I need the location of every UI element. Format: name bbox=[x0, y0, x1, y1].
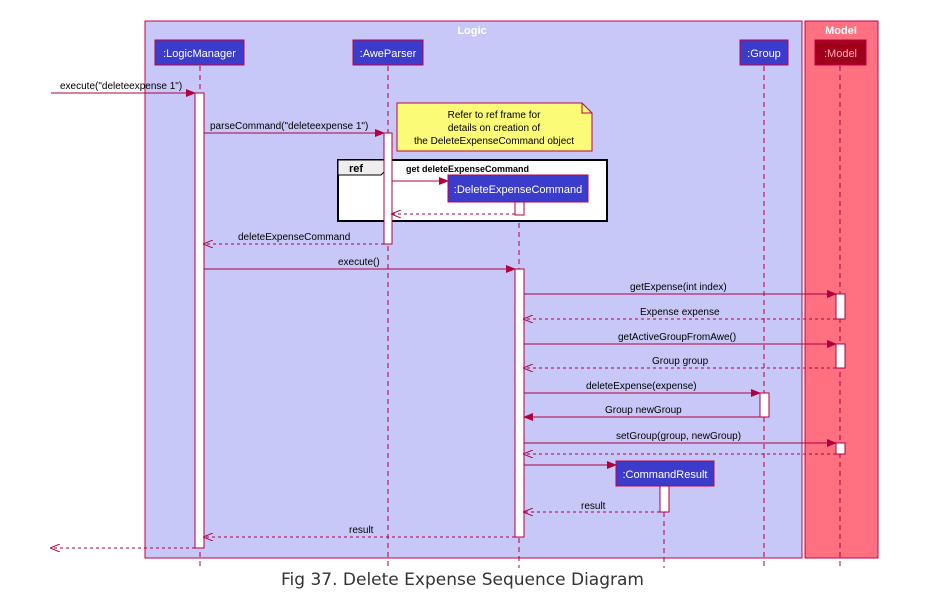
participant-group: :Group bbox=[747, 48, 781, 60]
activation-model-2 bbox=[835, 343, 846, 369]
note-box bbox=[396, 102, 593, 152]
note-fold bbox=[581, 103, 592, 114]
participant-command-result-box bbox=[615, 460, 715, 487]
activation-group bbox=[759, 392, 770, 418]
logic-group-label: Logic bbox=[457, 25, 486, 37]
msg-delete-expense-command-return: deleteExpenseCommand bbox=[238, 232, 350, 243]
participant-logic-manager-box bbox=[154, 39, 245, 66]
activation-model-3 bbox=[835, 442, 846, 455]
participant-logic-manager: :LogicManager bbox=[163, 48, 236, 60]
msg-new-group-return: Group newGroup bbox=[605, 405, 682, 416]
activation-model-1 bbox=[835, 293, 846, 320]
participant-command-result: :CommandResult bbox=[623, 469, 708, 481]
activation-command-result bbox=[659, 485, 670, 513]
participant-model: :Model bbox=[824, 48, 857, 60]
activation-logic-manager bbox=[194, 92, 205, 549]
activation-delete-expense-command bbox=[514, 268, 525, 538]
participant-model-box bbox=[814, 39, 867, 66]
msg-execute: execute() bbox=[338, 257, 380, 268]
sequence-diagram: Logic Model :LogicManager :AweParser :Gr… bbox=[0, 20, 879, 568]
participant-awe-parser-box bbox=[352, 39, 424, 66]
ref-frame-label: get deleteExpenseCommand bbox=[406, 164, 529, 174]
msg-result-return-cmd: result bbox=[581, 501, 606, 512]
msg-execute-in: execute("deleteexpense 1") bbox=[60, 81, 182, 92]
participant-awe-parser: :AweParser bbox=[360, 48, 417, 60]
msg-get-active-group: getActiveGroupFromAwe() bbox=[618, 332, 736, 343]
msg-expense-return: Expense expense bbox=[640, 307, 720, 318]
model-group-label: Model bbox=[825, 25, 857, 37]
model-group-box bbox=[804, 20, 879, 559]
participant-delete-expense-command-box bbox=[447, 174, 589, 203]
msg-set-group: setGroup(group, newGroup) bbox=[616, 431, 741, 442]
figure-caption: Fig 37. Delete Expense Sequence Diagram bbox=[281, 570, 644, 590]
msg-group-return: Group group bbox=[652, 356, 709, 367]
note-line-1: Refer to ref frame for bbox=[448, 110, 541, 121]
ref-tag: ref bbox=[349, 163, 363, 175]
note-line-2: details on creation of bbox=[448, 123, 541, 134]
activation-delete-expense-command-ref bbox=[514, 201, 525, 216]
msg-delete-expense: deleteExpense(expense) bbox=[586, 381, 697, 392]
note-line-3: the DeleteExpenseCommand object bbox=[414, 136, 574, 147]
msg-parse-command: parseCommand("deleteexpense 1") bbox=[210, 121, 368, 132]
participant-delete-expense-command: :DeleteExpenseCommand bbox=[454, 184, 582, 196]
msg-get-expense: getExpense(int index) bbox=[630, 282, 727, 293]
msg-result-return-logic: result bbox=[349, 525, 374, 536]
participant-group-box bbox=[739, 39, 789, 66]
activation-awe-parser bbox=[383, 132, 393, 245]
